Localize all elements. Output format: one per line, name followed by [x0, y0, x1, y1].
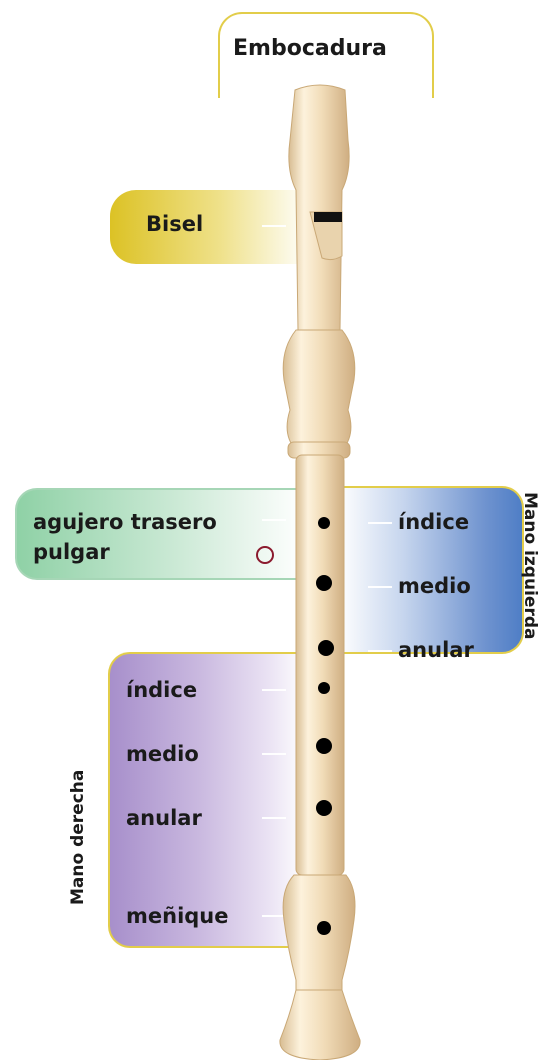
right-index-hole: [318, 682, 330, 694]
right-pinky-label: meñique: [126, 904, 229, 928]
right-pinky-hole: [317, 921, 331, 935]
embocadura-label: Embocadura: [233, 36, 387, 61]
left-middle-label: medio: [398, 574, 471, 598]
left-index-label: índice: [398, 510, 469, 534]
right-middle-label: medio: [126, 742, 199, 766]
right-index-label: índice: [126, 678, 197, 702]
thumb-hole-label-line2: pulgar: [33, 540, 110, 564]
left-index-hole: [318, 517, 330, 529]
recorder-illustration: [250, 80, 390, 1060]
thumb-hole-label-line1: agujero trasero: [33, 510, 217, 534]
right-hand-title: Mano derecha: [68, 770, 88, 905]
left-ring-label: anular: [398, 638, 474, 662]
left-hand-title: Mano izquierda: [520, 492, 540, 639]
right-middle-hole: [316, 738, 332, 754]
thumb-hole-ring-icon: [254, 544, 276, 566]
bisel-edge: [314, 212, 342, 222]
left-middle-hole: [316, 575, 332, 591]
right-ring-hole: [316, 800, 332, 816]
bisel-label: Bisel: [146, 212, 203, 236]
left-ring-hole: [318, 640, 334, 656]
right-ring-label: anular: [126, 806, 202, 830]
